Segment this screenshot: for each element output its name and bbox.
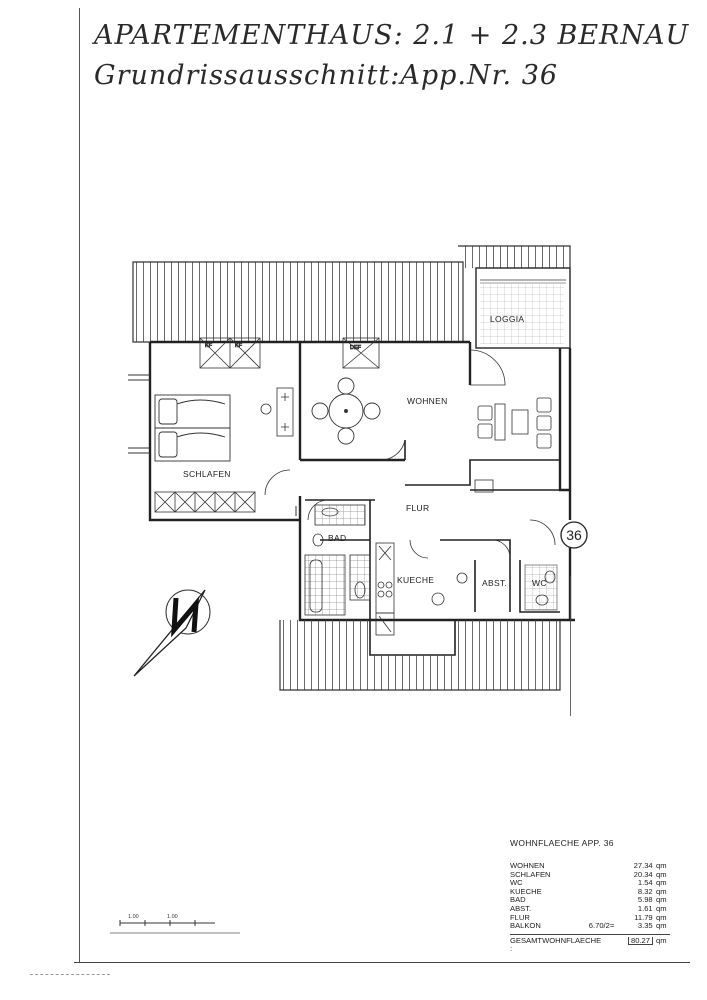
skylight-label-1: KF [205, 343, 213, 349]
room-label-wc: WC [532, 578, 547, 588]
loggia: LOGGIA [475, 267, 571, 349]
area-row-unit: qm [655, 878, 667, 888]
room-label-loggia: LOGGIA [490, 314, 524, 324]
apartment-number-badge: 36 [560, 521, 588, 549]
area-row-value: 8.32 [637, 886, 653, 896]
scale-label-2: 1.00 [167, 914, 178, 920]
door-swings [264, 349, 556, 559]
apartment-number: 36 [566, 527, 582, 543]
room-label-schlafen: SCHLAFEN [183, 469, 231, 479]
room-label-wohnen: WOHNEN [407, 396, 448, 406]
area-row-value: 20.34 [633, 869, 653, 879]
area-row-mid [580, 871, 614, 880]
roof-hatch-bottom [279, 576, 574, 716]
room-label-bad: BAD [328, 533, 346, 543]
area-row-value: 1.61 [637, 903, 653, 913]
area-row-label: SCHLAFEN [510, 869, 551, 879]
area-row-label: WOHNEN [510, 861, 545, 870]
area-row-unit: qm [655, 903, 667, 913]
area-row-unit: qm [655, 912, 667, 922]
area-total-value: 80.27 [627, 936, 653, 946]
area-total-label: GESAMTWOHNFLAECHE : [510, 935, 602, 954]
scale-bar: 1.00 1.00 [110, 914, 240, 934]
area-row-label: ABST. [510, 903, 532, 913]
area-row-value: 11.79 [634, 912, 653, 922]
area-row-unit: qm [655, 921, 667, 931]
roof-hatch-top [132, 245, 571, 343]
skylight-label-3: DEF [350, 345, 362, 351]
area-row-mid [580, 888, 614, 897]
area-row-value: 5.98 [637, 895, 653, 905]
skylight-group: KF KF DEF [199, 337, 380, 369]
scan-artifact-dash [30, 974, 110, 976]
area-row-label: BAD [510, 895, 526, 905]
area-row-unit: qm [655, 886, 667, 896]
page-frame-bottom-line [74, 962, 690, 963]
room-label-kueche: KUECHE [397, 575, 434, 585]
double-bed [154, 394, 231, 462]
skylight-label-2: KF [235, 343, 243, 349]
page-frame-left-line [79, 8, 80, 963]
room-label-abst: ABST. [482, 578, 507, 588]
area-row-label: WC [510, 878, 523, 888]
area-row-mid [580, 879, 614, 888]
dining-table [311, 377, 381, 445]
area-total-row: GESAMTWOHNFLAECHE : 80.27 qm [510, 933, 670, 954]
scale-label-1: 1.00 [128, 914, 139, 920]
area-total-unit: qm [656, 935, 667, 945]
area-row-unit: qm [655, 861, 667, 870]
bathroom-fixtures [304, 504, 371, 616]
sofa-set [477, 397, 552, 449]
area-row-label: BALKON [510, 921, 541, 931]
document-subtitle: Grundrissausschnitt:App.Nr. 36 [94, 60, 559, 91]
bedroom-desk [260, 387, 294, 437]
area-row-mid [580, 905, 614, 914]
kitchen-fixtures [375, 479, 494, 636]
window-marks [128, 374, 301, 516]
north-arrow-icon [133, 589, 211, 677]
area-row-value: 3.35 [637, 921, 653, 931]
wardrobe-strip [154, 491, 256, 513]
area-row-value: 1.54 [637, 878, 653, 888]
area-table-title: WOHNFLAECHE APP. 36 [510, 838, 614, 848]
area-row-mid [580, 862, 614, 871]
area-row-mid [580, 896, 614, 905]
document-title: APARTEMENTHAUS: 2.1 + 2.3 BERNAU [94, 20, 690, 51]
area-row-label: KUECHE [510, 886, 542, 896]
wc-fixtures [524, 564, 558, 611]
area-row-value: 27.34 [633, 861, 653, 870]
area-row-unit: qm [655, 895, 667, 905]
room-label-flur: FLUR [406, 503, 429, 513]
area-row-unit: qm [655, 869, 667, 879]
area-row-label: FLUR [510, 912, 530, 922]
area-row-mid: 6.70/2= [588, 921, 615, 931]
